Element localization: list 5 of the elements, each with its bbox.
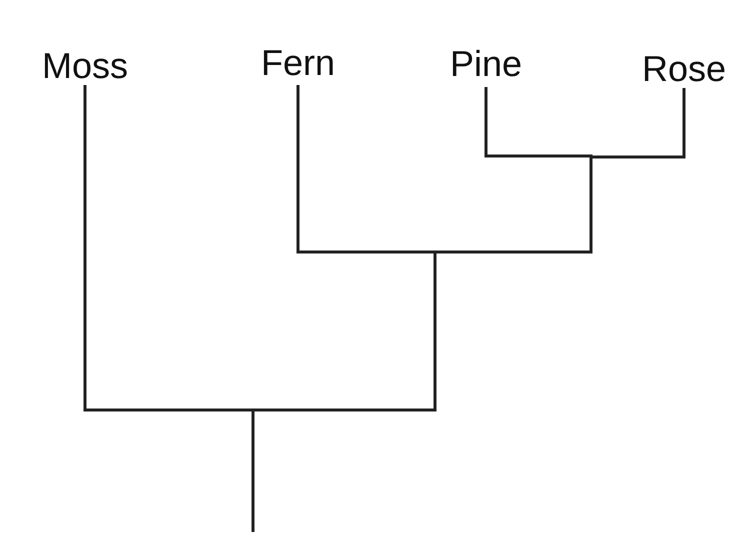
taxon-label: Fern bbox=[260, 43, 336, 83]
taxon-label: Pine bbox=[450, 44, 522, 84]
taxon-label: Moss bbox=[42, 46, 128, 86]
taxon-label: Rose bbox=[642, 49, 726, 89]
tree-branch bbox=[252, 88, 686, 532]
